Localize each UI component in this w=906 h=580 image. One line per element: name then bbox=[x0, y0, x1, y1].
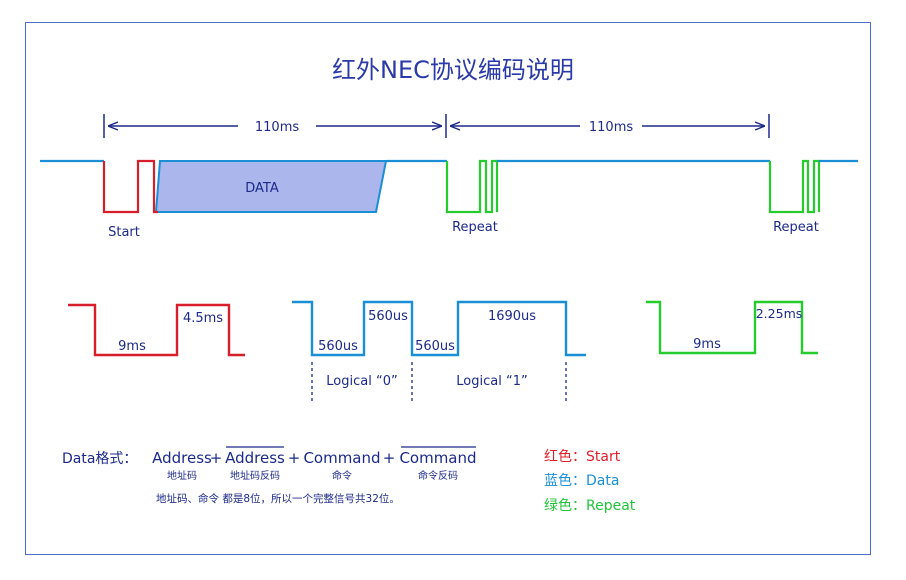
format-command: Command bbox=[303, 449, 380, 467]
repeat-label-2: Repeat bbox=[773, 220, 819, 235]
logic0-low-label: 560us bbox=[318, 339, 358, 354]
format-address-inv-sub: 地址码反码 bbox=[230, 469, 280, 482]
repeat-label-1: Repeat bbox=[452, 220, 498, 235]
data-block bbox=[154, 160, 388, 213]
logic1-label: Logical “1” bbox=[456, 374, 527, 389]
repeat-pulse-2 bbox=[768, 159, 821, 214]
format-address: Address bbox=[152, 449, 212, 467]
format-address-inv: Address bbox=[225, 449, 285, 467]
format-command-inv-sub: 命令反码 bbox=[418, 469, 458, 482]
repeat-low-label: 9ms bbox=[693, 337, 721, 352]
legend-data: 蓝色：Data bbox=[544, 472, 619, 489]
data-block-label: DATA bbox=[245, 181, 279, 196]
start-detail-wave bbox=[68, 303, 245, 357]
start-pulse bbox=[102, 159, 158, 214]
format-command-sub: 命令 bbox=[332, 469, 352, 482]
repeat-high-label: 2.25ms bbox=[756, 306, 803, 321]
repeat-period-label: 110ms bbox=[589, 120, 633, 135]
format-command-inv: Command bbox=[399, 449, 476, 467]
format-plus-1: + bbox=[210, 449, 223, 467]
start-label: Start bbox=[108, 225, 140, 240]
legend-repeat: 绿色：Repeat bbox=[544, 497, 636, 514]
data-format: Data格式： Address + Address + Command + Co… bbox=[62, 446, 477, 505]
logic-dividers bbox=[311, 362, 567, 404]
diagram-frame bbox=[25, 22, 871, 555]
logic1-low-label: 560us bbox=[415, 339, 455, 354]
repeat-detail-wave bbox=[646, 300, 818, 355]
color-legend: 红色：Start 蓝色：Data 绿色：Repeat bbox=[544, 448, 636, 514]
logic0-label: Logical “0” bbox=[326, 374, 397, 389]
legend-start: 红色：Start bbox=[544, 448, 621, 465]
frame-period-label: 110ms bbox=[255, 120, 299, 135]
format-address-sub: 地址码 bbox=[167, 469, 197, 482]
logic1-high-label: 1690us bbox=[488, 309, 536, 324]
logic-detail-wave bbox=[292, 300, 586, 357]
start-high-label: 4.5ms bbox=[183, 311, 223, 326]
format-note: 地址码、命令 都是8位，所以一个完整信号共32位。 bbox=[156, 492, 400, 505]
logic0-high-label: 560us bbox=[368, 309, 408, 324]
page-title: 红外NEC协议编码说明 bbox=[332, 56, 574, 84]
format-label: Data格式： bbox=[62, 451, 137, 467]
main-waveform bbox=[40, 159, 858, 214]
start-low-label: 9ms bbox=[118, 339, 146, 354]
format-plus-2: + bbox=[288, 449, 301, 467]
repeat-pulse-1 bbox=[445, 159, 499, 214]
format-plus-3: + bbox=[383, 449, 396, 467]
timing-dimensions bbox=[103, 114, 770, 138]
